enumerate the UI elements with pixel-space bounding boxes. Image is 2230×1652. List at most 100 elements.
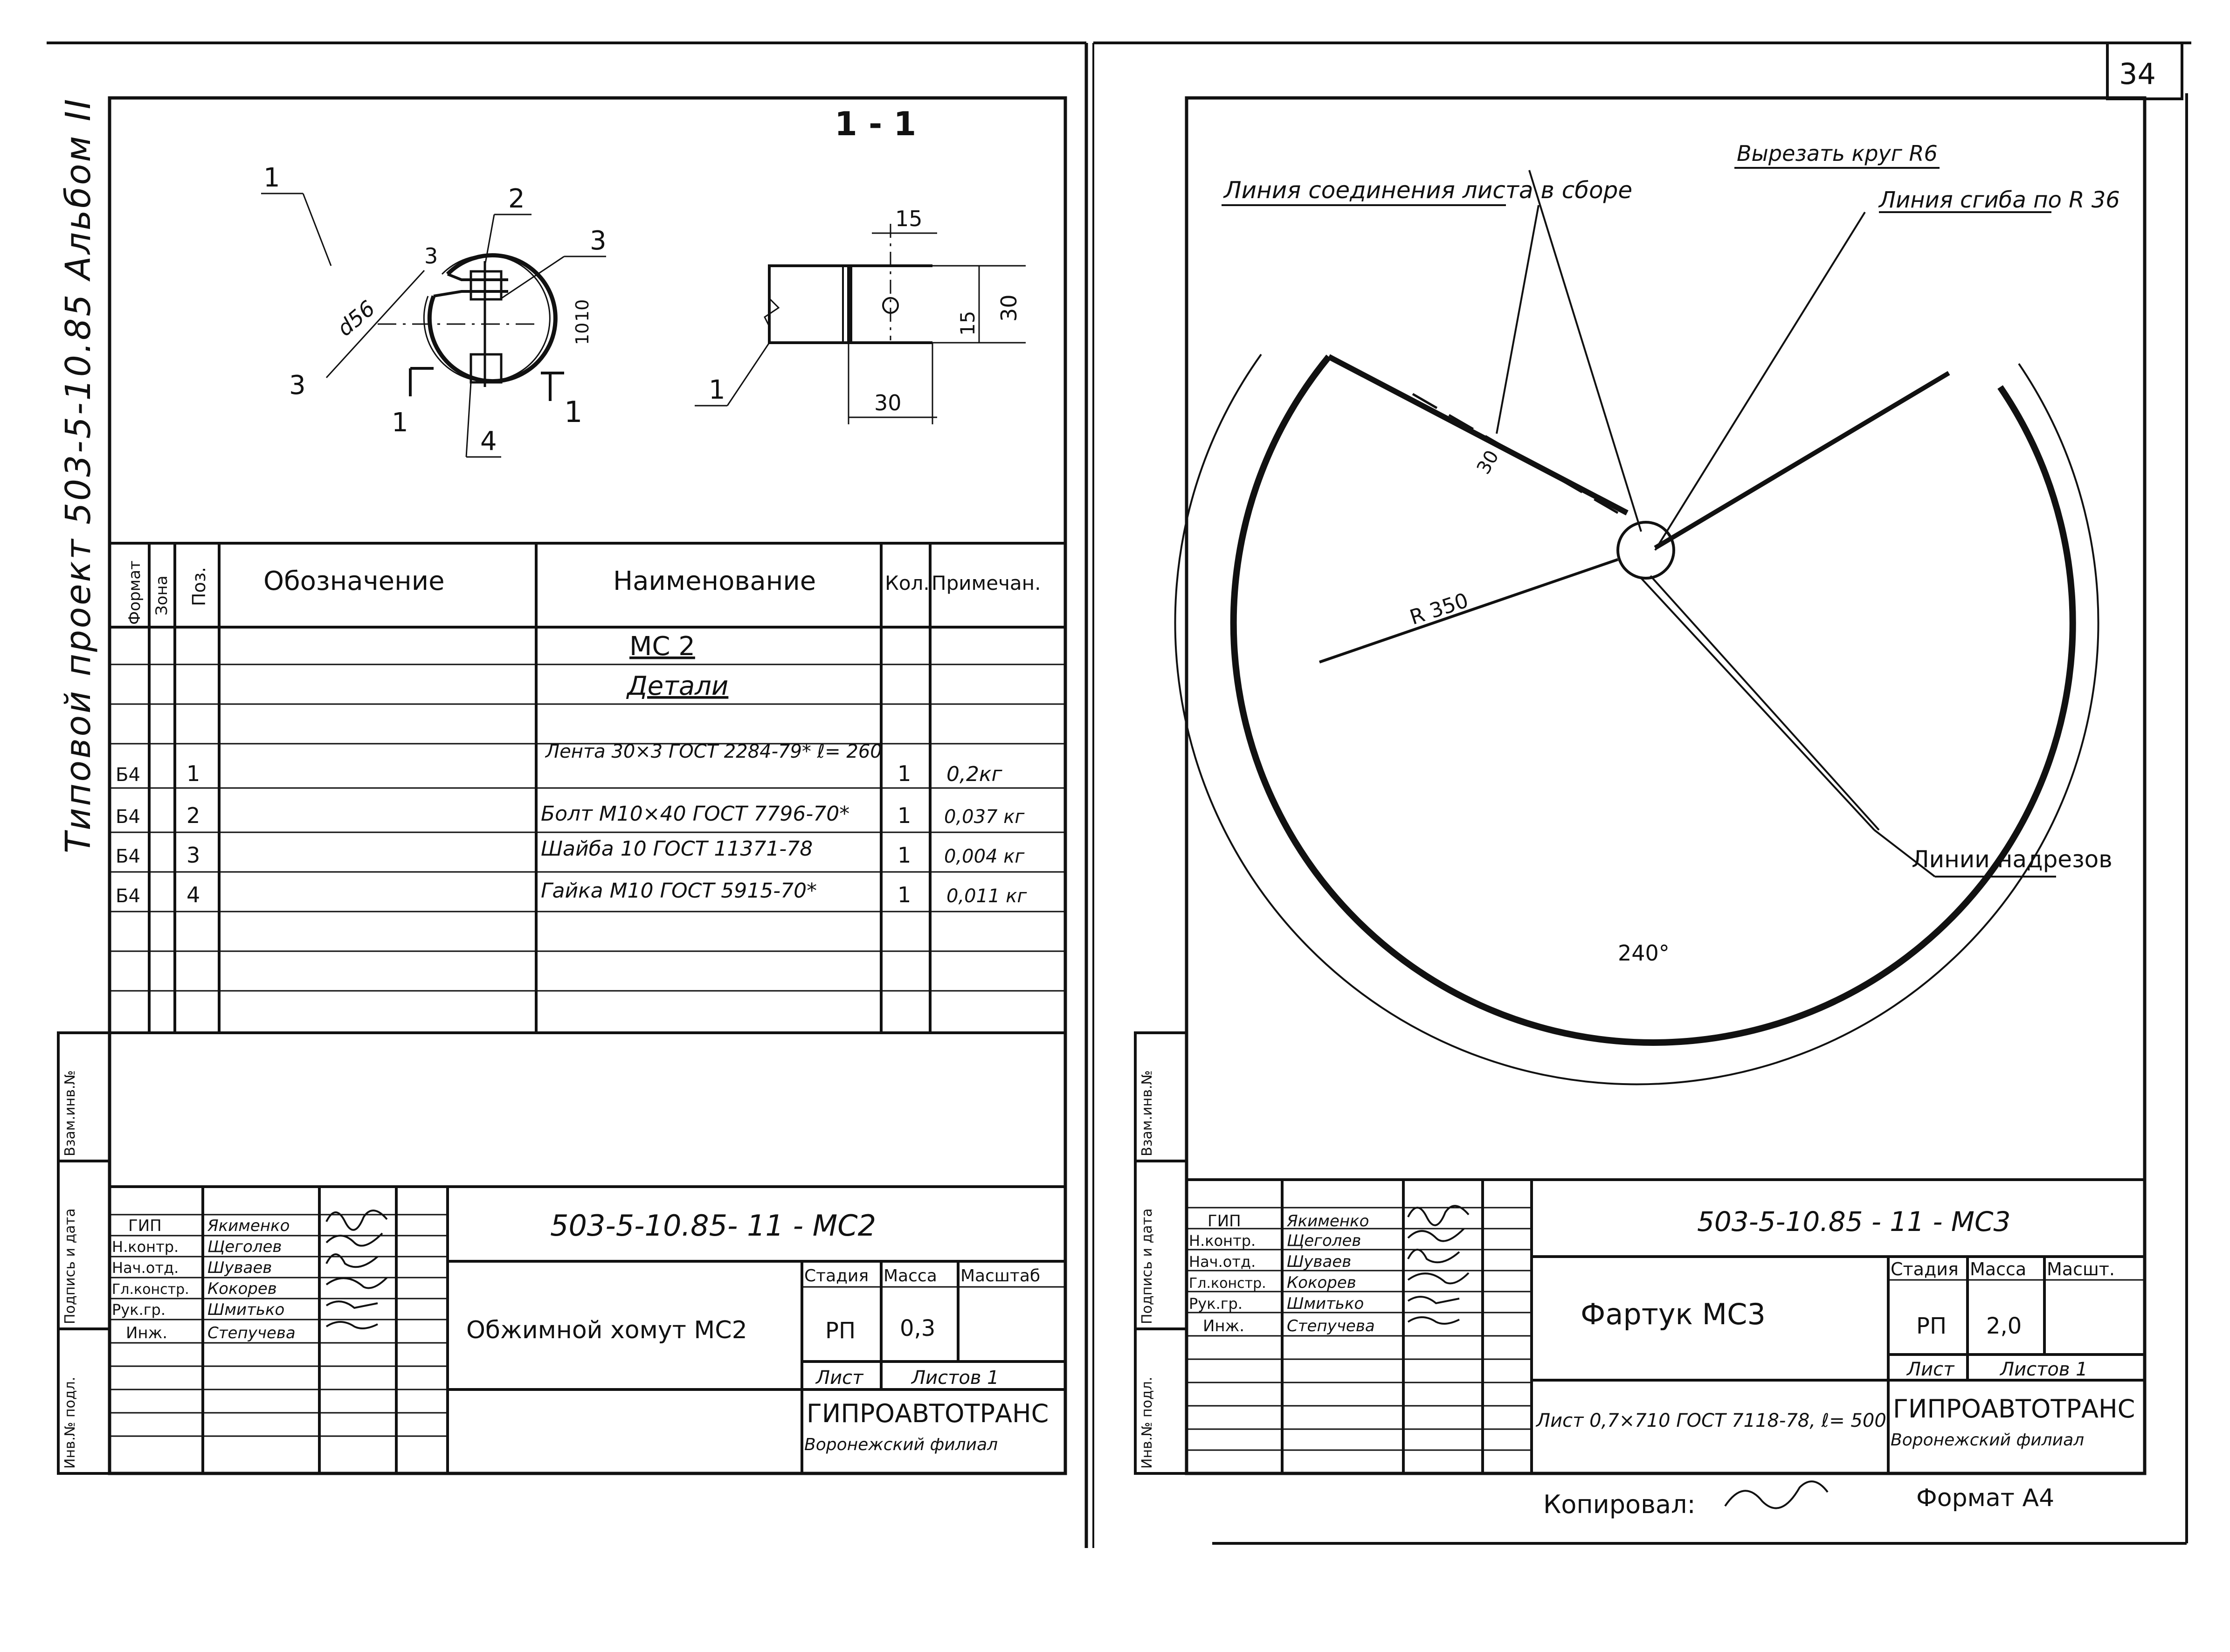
hdr-note: Примечан. bbox=[932, 572, 1041, 594]
dim-15-right: 15 bbox=[956, 311, 979, 336]
right-name-5: Степучева bbox=[1287, 1317, 1375, 1335]
left-stage-label: Стадия bbox=[804, 1266, 869, 1286]
clamp-drawing bbox=[261, 193, 1026, 458]
row1-format: Б4 bbox=[116, 764, 140, 786]
right-role-1: Н.контр. bbox=[1189, 1232, 1256, 1250]
right-name-2: Шуваев bbox=[1287, 1252, 1351, 1271]
row4-name: Гайка М10 ГОСТ 5915-70* bbox=[541, 879, 817, 903]
dim-30-bottom: 30 bbox=[874, 390, 902, 415]
row4-pos: 4 bbox=[186, 882, 200, 907]
left-mass: 0,3 bbox=[900, 1315, 935, 1341]
right-material: Лист 0,7×710 ГОСТ 7118-78, ℓ= 500 bbox=[1535, 1410, 1886, 1431]
right-role-2: Нач.отд. bbox=[1189, 1253, 1256, 1271]
row3-note: 0,004 кг bbox=[944, 846, 1025, 867]
left-stamp-title: Обжимной хомут МС2 bbox=[466, 1316, 747, 1344]
row3-name: Шайба 10 ГОСТ 11371-78 bbox=[541, 837, 813, 861]
bend-line-label: Линия сгиба по R 36 bbox=[1878, 187, 2120, 213]
diameter-dim: d56 bbox=[332, 296, 380, 341]
row2-note: 0,037 кг bbox=[944, 806, 1025, 828]
right-role-5: Инж. bbox=[1203, 1317, 1244, 1335]
left-role-2: Нач.отд. bbox=[112, 1259, 179, 1277]
hdr-designation: Обозначение bbox=[263, 566, 445, 596]
left-margin-1: Инв.№ подл. bbox=[62, 1377, 78, 1469]
right-org: ГИПРОАВТОТРАНС bbox=[1893, 1394, 2135, 1424]
hdr-zone: Зона bbox=[152, 575, 171, 615]
left-scale-label: Масштаб bbox=[960, 1266, 1040, 1286]
left-role-1: Н.контр. bbox=[112, 1238, 179, 1256]
hdr-name: Наименование bbox=[613, 566, 816, 596]
callout-1: 1 bbox=[263, 163, 280, 193]
dim-10: 10 bbox=[572, 299, 593, 322]
left-name-5: Степучева bbox=[207, 1324, 296, 1342]
radius-label: R 350 bbox=[1407, 588, 1471, 629]
row1-note: 0,2кг bbox=[946, 762, 1003, 786]
hdr-pos: Поз. bbox=[189, 567, 209, 606]
left-role-3: Гл.констр. bbox=[112, 1281, 189, 1298]
left-name-1: Щеголев bbox=[207, 1237, 282, 1256]
left-name-3: Кокорев bbox=[207, 1279, 277, 1298]
right-stage-label: Стадия bbox=[1891, 1259, 1959, 1279]
left-name-2: Шуваев bbox=[207, 1258, 272, 1277]
section-label: 1 - 1 bbox=[835, 105, 916, 143]
row2-pos: 2 bbox=[186, 803, 200, 828]
left-role-5: Инж. bbox=[126, 1324, 167, 1342]
angle-label: 240° bbox=[1618, 940, 1670, 966]
right-role-0: ГИП bbox=[1208, 1212, 1241, 1230]
right-scale-label: Масшт. bbox=[2047, 1259, 2115, 1279]
dim-15-top: 15 bbox=[895, 206, 923, 231]
notch-lines-label: Линии надрезов bbox=[1912, 846, 2113, 873]
row3-qty: 1 bbox=[898, 843, 911, 868]
right-role-4: Рук.гр. bbox=[1189, 1295, 1243, 1313]
left-stage: РП bbox=[825, 1318, 856, 1344]
right-name-3: Кокорев bbox=[1287, 1273, 1356, 1292]
cut-circle-label: Вырезать круг R6 bbox=[1737, 141, 1938, 166]
row2-qty: 1 bbox=[898, 803, 911, 828]
row4-qty: 1 bbox=[898, 882, 911, 907]
copied-label: Копировал: bbox=[1543, 1490, 1696, 1519]
left-org: ГИПРОАВТОТРАНС bbox=[807, 1399, 1049, 1428]
right-margin-1: Инв.№ подл. bbox=[1139, 1377, 1155, 1469]
right-stage: РП bbox=[1916, 1313, 1947, 1339]
right-name-4: Шмитько bbox=[1287, 1294, 1364, 1313]
right-sheet-label: Лист bbox=[1906, 1359, 1955, 1380]
left-margin-3: Взам.инв.№ bbox=[62, 1070, 78, 1156]
hdr-qty: Кол. bbox=[885, 572, 930, 594]
join-line-label: Линия соединения листа в сборе bbox=[1223, 177, 1632, 204]
right-name-1: Щеголев bbox=[1287, 1231, 1361, 1250]
row2-format: Б4 bbox=[116, 806, 140, 828]
left-branch: Воронежский филиал bbox=[804, 1435, 998, 1454]
right-name-0: Якименко bbox=[1286, 1212, 1369, 1230]
row1-qty: 1 bbox=[898, 761, 911, 786]
left-stamp-code: 503-5-10.85- 11 - МС2 bbox=[550, 1209, 876, 1243]
callout-3b: 3 bbox=[289, 370, 306, 401]
section-mark: 1 bbox=[564, 395, 582, 429]
callout-1b: 1 bbox=[709, 375, 725, 405]
row4-note: 0,011 кг bbox=[946, 885, 1027, 907]
left-sheets-label: Листов 1 bbox=[911, 1367, 999, 1389]
right-mass-label: Масса bbox=[1970, 1259, 2026, 1279]
left-sheet-label: Лист bbox=[815, 1367, 864, 1389]
format-label: Формат А4 bbox=[1916, 1484, 2054, 1512]
svg-text: 34 1 - 1 d56 15 30 30 15 10 10 1 2 3 3 4… bbox=[62, 57, 2156, 1519]
d30-label: 30 bbox=[1473, 447, 1503, 478]
right-branch: Воронежский филиал bbox=[1891, 1431, 2084, 1450]
album-side-title: Типовой проект 503-5-10.85 Альбом II bbox=[58, 97, 98, 853]
hdr-format: Формат bbox=[125, 560, 144, 625]
right-margin-3: Взам.инв.№ bbox=[1139, 1070, 1155, 1156]
left-role-4: Рук.гр. bbox=[112, 1301, 166, 1319]
callout-2: 2 bbox=[508, 184, 525, 214]
left-name-0: Якименко bbox=[207, 1217, 290, 1235]
dim-30-right: 30 bbox=[996, 294, 1022, 322]
row1-pos: 1 bbox=[186, 761, 200, 786]
callout-3c: 3 bbox=[424, 243, 438, 269]
row3-format: Б4 bbox=[116, 846, 140, 867]
row1-name: Лента 30×3 ГОСТ 2284-79* ℓ= 260 bbox=[545, 741, 882, 762]
right-stamp-code: 503-5-10.85 - 11 - МС3 bbox=[1697, 1206, 2010, 1237]
dim-10b: 10 bbox=[572, 323, 593, 345]
row2-name: Болт М10×40 ГОСТ 7796-70* bbox=[541, 802, 849, 826]
fartuk-drawing bbox=[1174, 167, 2099, 1085]
signatures bbox=[325, 1205, 1829, 1509]
callout-1c: 1 bbox=[392, 408, 408, 438]
page-number: 34 bbox=[2119, 57, 2156, 91]
